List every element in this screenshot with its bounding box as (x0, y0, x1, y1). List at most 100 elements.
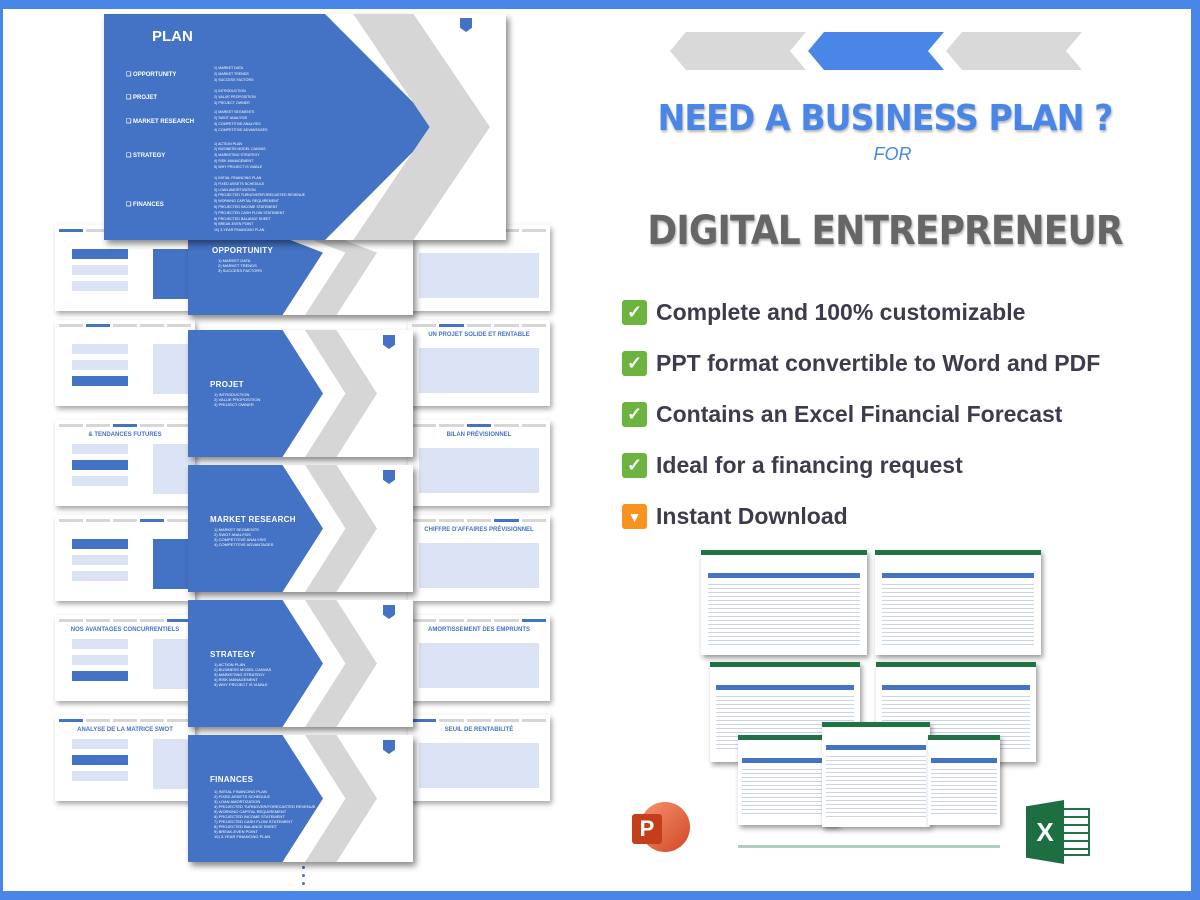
left-slide: NOS AVANTAGES CONCURRENTIELS (55, 615, 195, 701)
plan-section-items: 1) Initial financing plan2) Fixed assets… (214, 176, 305, 234)
logo-badge-icon (383, 470, 395, 484)
plan-section-label: OPPORTUNITY (126, 71, 176, 78)
section-item: 1) Market segments (214, 527, 259, 532)
section-title: MARKET RESEARCH (210, 515, 296, 524)
feature-item: ✓Contains an Excel Financial Forecast (622, 401, 1062, 428)
plan-item: 3) Marketing strategy (214, 153, 260, 158)
plan-item: 8) Projected balance sheet (214, 216, 271, 221)
slide-title: NOS AVANTAGES CONCURRENTIELS (70, 627, 180, 633)
section-item: 1) Action plan (214, 662, 246, 667)
feature-item: ✓Ideal for a financing request (622, 452, 963, 479)
plan-slide: PLAN OPPORTUNITY 1) Market data2) Market … (104, 14, 506, 240)
chevron-background (104, 14, 490, 240)
plan-section-items: 1) Action plan2) Business model canvas3)… (214, 142, 266, 171)
plan-item: 4) Competitive advantages (214, 127, 268, 132)
section-items: 1) Market data2) Market trends3) Success… (218, 258, 262, 273)
plan-item: 5) Why project is viable (214, 164, 263, 169)
section-item: 3) Success factors (218, 268, 262, 273)
feature-item: ▼ Instant Download (622, 503, 848, 530)
spreadsheet-screenshot (875, 550, 1041, 655)
feature-text: Instant Download (656, 503, 848, 529)
slide-tabs (412, 719, 547, 722)
plan-item: 2) Business model canvas (214, 147, 266, 152)
continuation-dot (302, 882, 305, 885)
right-slide: UN PROJET SOLIDE ET RENTABLE (408, 320, 550, 406)
spreadsheet-screenshot (738, 735, 838, 825)
section-item: 5) Working capital requirement (214, 809, 287, 814)
right-slide: AMORTISSEMENT DES EMPRUNTS (408, 615, 550, 701)
target-audience: DIGITAL ENTREPRENEUR (647, 208, 1123, 254)
plan-item: 9) Break-even point (214, 222, 254, 227)
section-item: 2) Business model canvas (214, 667, 272, 672)
check-icon: ✓ (622, 351, 647, 376)
plan-item: 5) Working capital requirement (214, 199, 279, 204)
progress-arrows (670, 32, 1082, 70)
plan-item: 1) Initial financing plan (214, 176, 262, 180)
slide-tabs (59, 519, 191, 522)
section-item: 3) Project owner (214, 402, 254, 407)
slide-title: SEUIL DE RENTABILITÉ (444, 727, 514, 733)
plan-section-label: PROJET (126, 94, 157, 101)
plan-section-items: 1) Market segments2) SWOT analysis3) Com… (214, 110, 267, 133)
headline: NEED A BUSINESS PLAN ? (657, 98, 1114, 139)
powerpoint-icon: P (632, 802, 690, 854)
plan-item: 6) Projected income statement (214, 204, 278, 209)
right-slide: SEUIL DE RENTABILITÉ (408, 715, 550, 801)
plan-item: 4) Projected turnover/forecasted revenue (214, 193, 305, 198)
section-slide-projet: PROJET 1) Introduction2) Value propositio… (188, 330, 413, 457)
section-item: 3) Marketing strategy (214, 672, 265, 677)
plan-section-items: 1) Introduction2) Value proposition3) Pr… (214, 89, 256, 106)
arrow-step-1 (670, 32, 806, 70)
feature-text: PPT format convertible to Word and PDF (656, 350, 1101, 376)
section-item: 7) Projected cash flow statement (214, 819, 293, 824)
logo-badge-icon (460, 18, 472, 32)
slide-tabs (59, 324, 191, 327)
section-title: PROJET (210, 380, 244, 389)
plan-item: 4) Risk management (214, 158, 254, 163)
feature-text: Contains an Excel Financial Forecast (656, 401, 1063, 427)
left-slide (55, 515, 195, 601)
plan-item: 1) Introduction (214, 89, 246, 94)
slide-title: ANALYSE DE LA MATRICE SWOT (77, 727, 173, 733)
section-item: 2) Fixed assets schedule (214, 794, 271, 799)
section-items: 1) Action plan2) Business model canvas3)… (214, 662, 271, 687)
plan-item: 2) Fixed assets schedule (214, 181, 265, 186)
feature-text: Complete and 100% customizable (656, 299, 1026, 325)
section-item: 9) Break-even point (214, 829, 258, 834)
section-slide-market-research: MARKET RESEARCH 1) Market segments2) SWOT… (188, 465, 413, 592)
feature-text: Ideal for a financing request (656, 452, 963, 478)
slide-tabs (412, 424, 547, 427)
slide-title: CHIFFRE D'AFFAIRES PRÉVISIONNEL (424, 527, 534, 533)
section-item: 6) Projected income statement (214, 814, 285, 819)
right-slide: BILAN PRÉVISIONNEL (408, 420, 550, 506)
right-slide: CHIFFRE D'AFFAIRES PRÉVISIONNEL (408, 515, 550, 601)
section-item: 5) Why project is viable (214, 682, 268, 687)
screenshot-reflection (738, 845, 1000, 885)
section-item: 8) Projected balance sheet (214, 824, 278, 829)
section-slide-finances: FINANCES 1) Initial financing plan2) Fixe… (188, 735, 413, 862)
section-items: 1) Introduction2) Value proposition3) Pr… (214, 392, 260, 407)
plan-title: PLAN (152, 28, 193, 45)
section-title: OPPORTUNITY (212, 246, 274, 255)
left-slide (55, 320, 195, 406)
section-item: 1) Initial financing plan (214, 789, 267, 794)
section-items: 1) Market segments2) SWOT analysis3) Com… (214, 527, 273, 547)
spreadsheet-screenshot (701, 550, 867, 655)
section-item: 3) Competitive analysis (214, 537, 266, 542)
plan-section-label: STRATEGY (126, 152, 165, 159)
section-item: 3) Loan amortization (214, 799, 261, 804)
logo-badge-icon (383, 740, 395, 754)
arrow-step-3 (946, 32, 1082, 70)
slide-title: BILAN PRÉVISIONNEL (446, 432, 512, 438)
plan-item: 1) Market segments (214, 110, 255, 115)
check-icon: ✓ (622, 300, 647, 325)
section-item: 2) SWOT analysis (214, 532, 251, 537)
slide-title: UN PROJET SOLIDE ET RENTABLE (428, 332, 530, 338)
plan-section-label: FINANCES (126, 201, 164, 208)
section-title: FINANCES (210, 775, 254, 784)
section-item: 4) Competitive advantages (214, 542, 274, 547)
left-slide: & TENDANCES FUTURES (55, 420, 195, 506)
download-icon: ▼ (622, 504, 647, 529)
plan-section-items: 1) Market data2) Market trends3) Success… (214, 66, 253, 83)
